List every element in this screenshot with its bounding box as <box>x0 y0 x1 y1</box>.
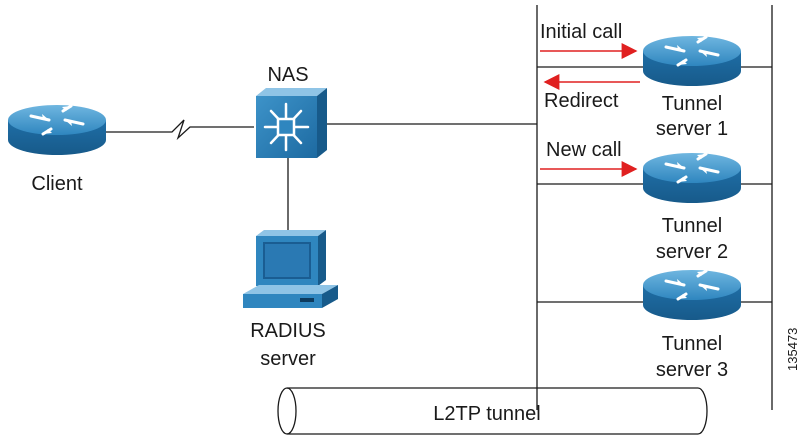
network-access-server-icon <box>256 88 327 158</box>
serial-link <box>106 119 254 141</box>
workstation-icon <box>243 230 338 308</box>
redirect-label: Redirect <box>544 90 619 112</box>
initial-call-label: Initial call <box>540 21 622 43</box>
l2tp-tunnel-label: L2TP tunnel <box>433 403 541 425</box>
figure-id: 135473 <box>785 328 800 371</box>
message-arrows <box>540 43 640 177</box>
tunnel-server-1-router-icon <box>641 34 743 88</box>
tunnel-server-3-label-line1: Tunnel <box>662 333 722 355</box>
client-label: Client <box>31 173 83 195</box>
radius-label-line1: RADIUS <box>250 320 326 342</box>
l2tp-tunnel-pipe <box>277 387 708 435</box>
tunnel-server-1-label-line2: server 1 <box>656 118 728 140</box>
tunnel-server-1-label-line1: Tunnel <box>662 93 722 115</box>
tunnel-server-3-label-line2: server 3 <box>656 359 728 381</box>
tunnel-server-3-router-icon <box>641 268 743 322</box>
tunnel-server-2-router-icon <box>641 151 743 205</box>
connections <box>106 5 773 410</box>
new-call-label: New call <box>546 139 622 161</box>
nas-label: NAS <box>267 64 308 86</box>
tunnel-server-2-label-line1: Tunnel <box>662 215 722 237</box>
radius-label-line2: server <box>260 348 316 370</box>
client-router-icon <box>6 103 108 157</box>
tunnel-server-2-label-line2: server 2 <box>656 241 728 263</box>
